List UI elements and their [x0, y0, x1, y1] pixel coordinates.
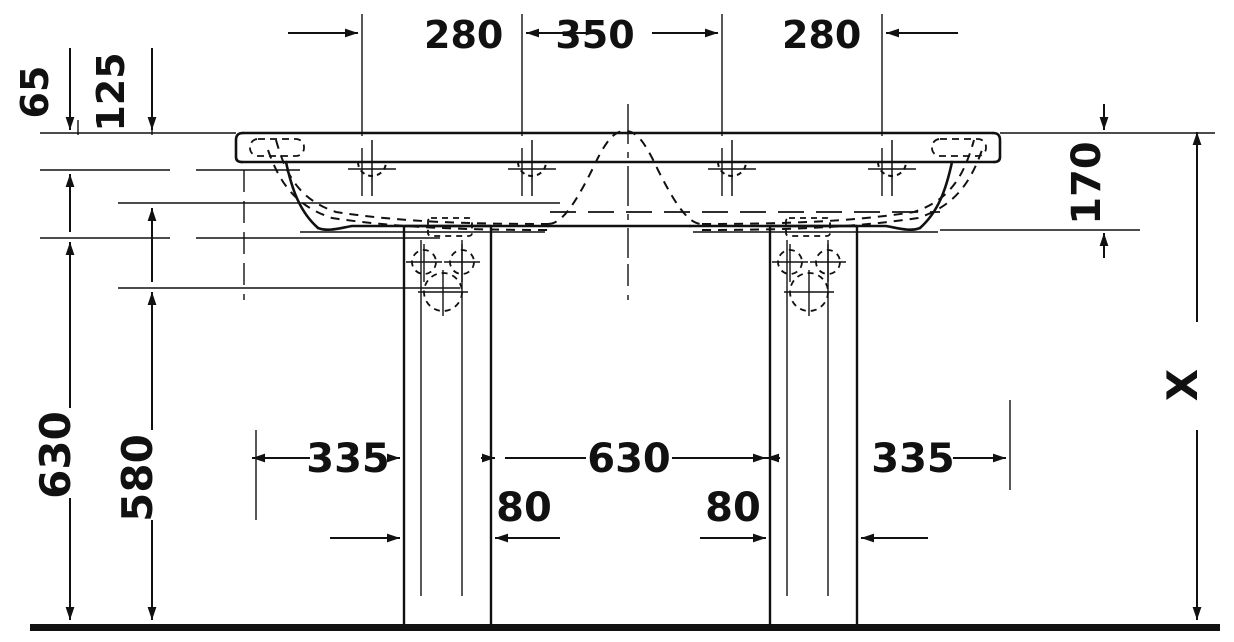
dim-label-335-left: 335 — [306, 436, 390, 482]
dim-label-65: 65 — [13, 66, 57, 119]
dim-label-80-left: 80 — [496, 485, 552, 531]
basin-hidden-contours — [267, 129, 983, 231]
dim-label-top-280-left: 280 — [424, 13, 503, 57]
dim-label-630-bottom: 630 — [587, 436, 671, 482]
dim-label-335-right: 335 — [871, 436, 955, 482]
dim-label-top-350: 350 — [555, 13, 634, 57]
dim-label-x: X — [1158, 369, 1207, 401]
pedestal-right-inner-lines — [786, 240, 829, 596]
overflow-slot-left — [249, 138, 305, 157]
pedestal-left-inner-lines — [420, 240, 463, 596]
tap-hole-1 — [348, 140, 396, 196]
dim-label-170: 170 — [1064, 141, 1110, 225]
dim-label-580-vertical: 580 — [113, 434, 162, 522]
dim-label-125: 125 — [89, 52, 133, 131]
pedestal-right — [768, 224, 859, 628]
drain-crosshairs-left — [406, 244, 480, 316]
floor-line — [30, 624, 1220, 631]
dim-label-top-280-right: 280 — [782, 13, 861, 57]
dim-label-80-right: 80 — [705, 485, 761, 531]
drain-crosshairs-right — [772, 244, 846, 316]
tap-hole-3 — [708, 140, 756, 196]
overflow-slot-right — [931, 138, 987, 157]
pedestal-left — [402, 224, 493, 628]
tap-hole-4 — [868, 140, 916, 196]
extension-lines — [40, 14, 1215, 624]
tap-hole-2 — [508, 140, 556, 196]
dim-label-630-vertical: 630 — [31, 411, 80, 499]
